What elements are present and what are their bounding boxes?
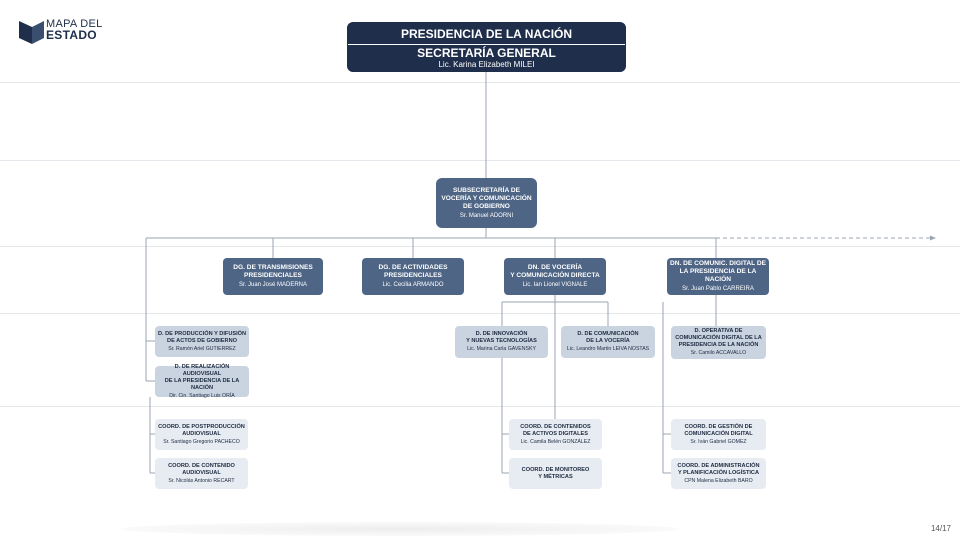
coord-name: Sr. Nicolás Antonio RECART: [168, 477, 235, 484]
coord-name: Lic. Camila Belén GONZÁLEZ: [520, 438, 591, 445]
logo-line1: MAPA DEL: [46, 18, 103, 30]
coord-title: COORD. DE ADMINISTRACIÓN Y PLANIFICACIÓN…: [677, 462, 760, 476]
coord-title: COORD. DE GESTIÓN DE COMUNICACIÓN DIGITA…: [684, 423, 753, 437]
secretaria-title: SECRETARÍA GENERAL: [417, 46, 556, 60]
unit-title: D. DE COMUNICACIÓN DE LA VOCERÍA: [577, 331, 639, 344]
logo-text: MAPA DEL ESTADO: [46, 18, 103, 42]
coord-title: COORD. DE POSTPRODUCCIÓN AUDIOVISUAL: [158, 423, 245, 437]
unit-title: D. DE INNOVACIÓN Y NUEVAS TECNOLOGÍAS: [466, 331, 537, 344]
coord-box: COORD. DE MONITOREO Y MÉTRICAS: [509, 458, 602, 489]
coord-name: CPN Malena Elizabeth BARO: [684, 477, 753, 484]
logo-line2: ESTADO: [46, 28, 97, 42]
direction-box: DN. DE COMUNIC. DIGITAL DE LA PRESIDENCI…: [667, 258, 769, 295]
unit-box: D. DE REALIZACIÓN AUDIOVISUAL DE LA PRES…: [155, 363, 249, 399]
coord-title: COORD. DE CONTENIDO AUDIOVISUAL: [168, 462, 235, 476]
direction-title: DG. DE TRANSMISIONES PRESIDENCIALES: [233, 264, 313, 279]
coord-box: COORD. DE GESTIÓN DE COMUNICACIÓN DIGITA…: [671, 419, 766, 450]
unit-name: Sr. Camilo ACCAVALLO: [690, 350, 747, 356]
unit-box: D. DE INNOVACIÓN Y NUEVAS TECNOLOGÍAS Li…: [455, 326, 548, 358]
unit-name: Sr. Ramón Ariel GUTIERREZ: [168, 345, 236, 352]
direction-name: Lic. Ian Lionel VIGNALE: [522, 282, 588, 288]
subsecretaria-title: SUBSECRETARÍA DE VOCERÍA Y COMUNICACIÓN …: [441, 186, 532, 210]
unit-box: D. OPERATIVA DE COMUNICACIÓN DIGITAL DE …: [671, 326, 766, 359]
coord-title: COORD. DE MONITOREO Y MÉTRICAS: [521, 466, 590, 480]
unit-name: Lic. Marina Carla GAVENSKY: [467, 346, 536, 352]
coord-box: COORD. DE CONTENIDOS DE ACTIVOS DIGITALE…: [509, 419, 602, 450]
coord-title: COORD. DE CONTENIDOS DE ACTIVOS DIGITALE…: [520, 423, 591, 437]
direction-name: Lic. Cecilia ARMANDO: [382, 282, 444, 288]
unit-name: Dir. Cin. Santiago Luis ORÍA: [169, 392, 235, 399]
unit-box: D. DE COMUNICACIÓN DE LA VOCERÍA Lic. Le…: [561, 326, 655, 358]
page-number: 14/17: [930, 524, 951, 533]
band-separator: [0, 82, 960, 83]
direction-name: Sr. Juan José MADERNA: [238, 282, 308, 288]
mapa-del-estado-logo: [19, 21, 44, 44]
subsecretaria-name: Sr. Manuel ADORNI: [459, 212, 514, 219]
unit-title: D. DE PRODUCCIÓN Y DIFUSIÓN DE ACTOS DE …: [157, 330, 247, 344]
band-separator: [0, 406, 960, 407]
bottom-shadow: [120, 522, 680, 536]
presidencia-title: PRESIDENCIA DE LA NACIÓN: [348, 23, 625, 45]
direction-box: DN. DE VOCERÍA Y COMUNICACIÓN DIRECTA Li…: [504, 258, 606, 295]
direction-box: DG. DE ACTIVIDADES PRESIDENCIALES Lic. C…: [362, 258, 464, 295]
band-separator: [0, 160, 960, 161]
presidencia-box: PRESIDENCIA DE LA NACIÓN SECRETARÍA GENE…: [347, 22, 626, 72]
direction-box: DG. DE TRANSMISIONES PRESIDENCIALES Sr. …: [223, 258, 323, 295]
direction-title: DN. DE VOCERÍA Y COMUNICACIÓN DIRECTA: [510, 264, 600, 279]
coord-box: COORD. DE POSTPRODUCCIÓN AUDIOVISUAL Sr.…: [155, 419, 248, 450]
coord-name: Sr. Santiago Gregorio PACHECO: [163, 438, 240, 445]
secretaria-name: Lic. Karina Elizabeth MILEI: [438, 60, 535, 69]
unit-title: D. DE REALIZACIÓN AUDIOVISUAL DE LA PRES…: [164, 363, 240, 391]
secretaria-general: SECRETARÍA GENERAL Lic. Karina Elizabeth…: [348, 45, 625, 71]
coord-box: COORD. DE CONTENIDO AUDIOVISUAL Sr. Nico…: [155, 458, 248, 489]
band-separator: [0, 313, 960, 314]
coord-box: COORD. DE ADMINISTRACIÓN Y PLANIFICACIÓN…: [671, 458, 766, 489]
direction-name: Sr. Juan Pablo CARREIRA: [682, 286, 754, 292]
direction-title: DG. DE ACTIVIDADES PRESIDENCIALES: [378, 264, 448, 279]
band-separator: [0, 246, 960, 247]
unit-title: D. OPERATIVA DE COMUNICACIÓN DIGITAL DE …: [675, 328, 762, 348]
unit-name: Lic. Leandro Martin LEIVA NOSTAS: [566, 346, 650, 352]
coord-name: Sr. Iván Gabriel GOMEZ: [690, 438, 747, 445]
direction-title: DN. DE COMUNIC. DIGITAL DE LA PRESIDENCI…: [669, 260, 767, 283]
arrow-right-icon: [930, 235, 936, 241]
unit-box: D. DE PRODUCCIÓN Y DIFUSIÓN DE ACTOS DE …: [155, 326, 249, 357]
subsecretaria-box: SUBSECRETARÍA DE VOCERÍA Y COMUNICACIÓN …: [436, 178, 537, 228]
